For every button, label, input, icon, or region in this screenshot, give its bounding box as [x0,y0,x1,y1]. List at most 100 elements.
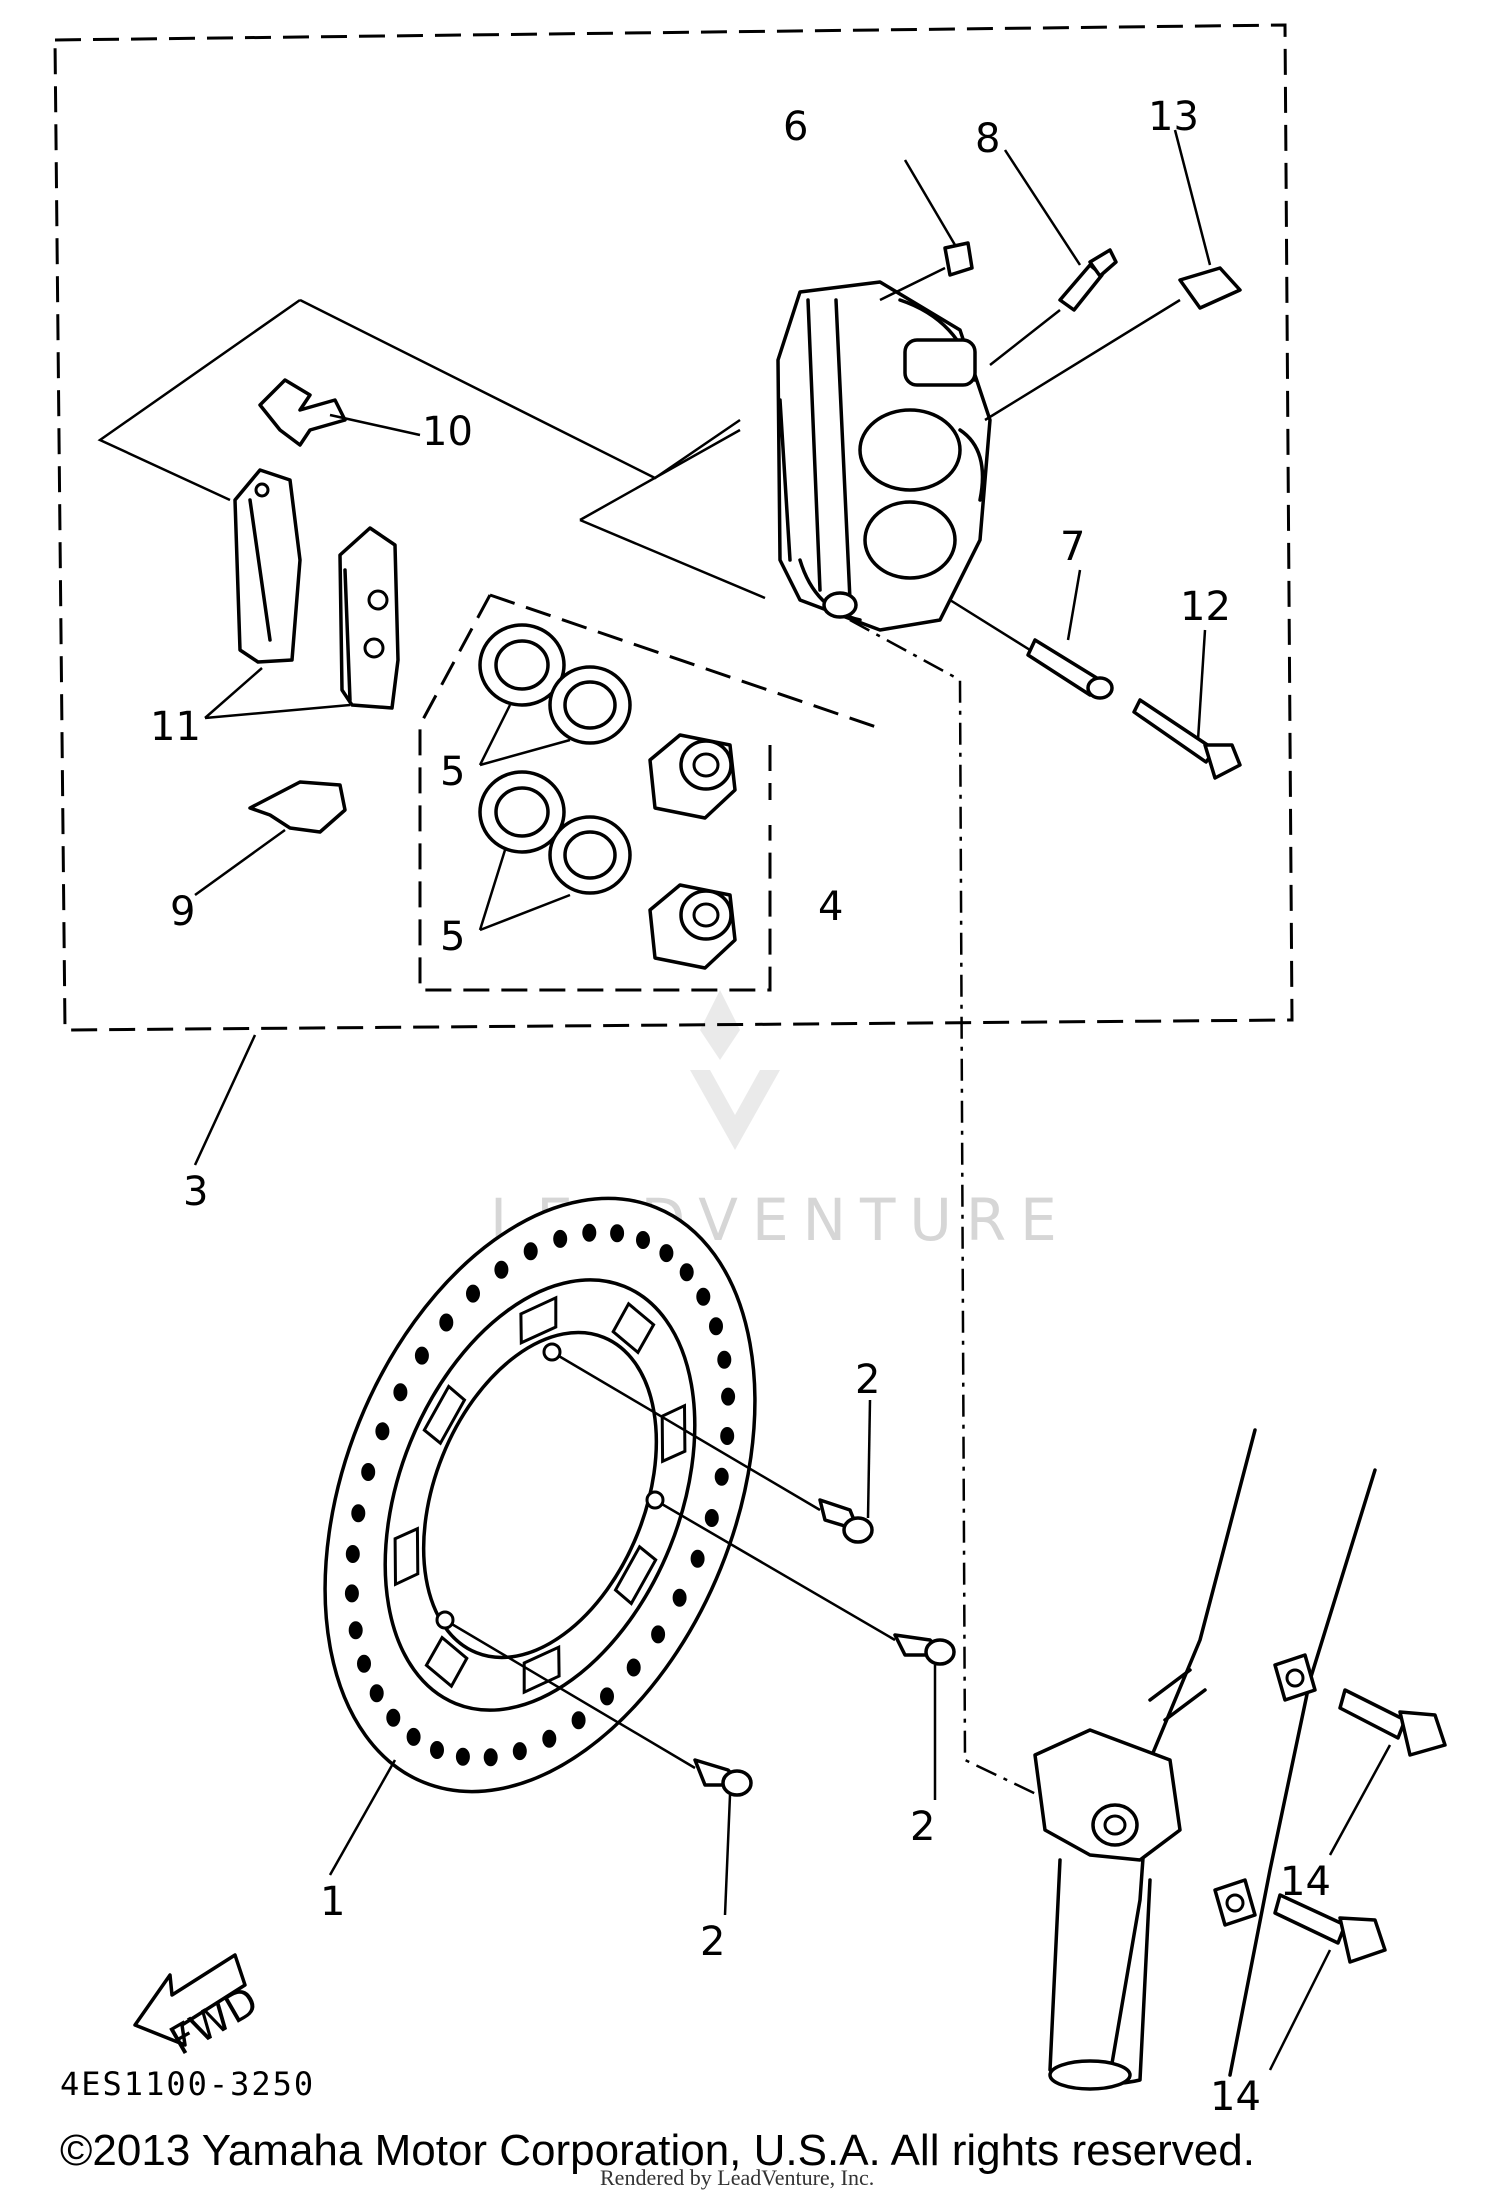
disc-hole [553,1229,568,1248]
disc-hole [720,1427,735,1445]
disc-hole [651,1625,666,1644]
disc-slot [660,1403,687,1464]
callout-4: 4 [818,884,843,930]
seal-leader-lines [478,704,571,932]
disc-hole [414,1346,429,1365]
disc-hole [659,1244,674,1263]
callout-12: 12 [1180,584,1231,630]
disc-hole [351,1504,366,1523]
disc-hole [369,1684,384,1703]
bleeder-screw-8 [989,149,1118,366]
callout-2a: 2 [855,1357,880,1403]
callout-3: 3 [183,1169,208,1215]
disc-hole [714,1467,729,1486]
disc-hole [375,1422,390,1441]
piston-seal-5d [548,815,632,895]
disc-slot [519,1295,558,1346]
disc-hole [709,1317,723,1336]
seal-kit-boundary [418,593,886,992]
disc-hole [717,1350,732,1369]
assembly-leader-3 [193,1034,257,1166]
disc-hole [439,1313,454,1332]
diagram-code: 4ES1100-3250 [60,2065,315,2103]
brake-caliper-body [776,280,992,632]
disc-hole [600,1687,614,1706]
callout-5a: 5 [440,749,465,795]
fork-bolt-14b [1268,1893,1387,2071]
disc-screw-2a [551,1350,874,1544]
pad-leader-lines [204,667,351,720]
disc-slot [393,1526,420,1587]
disc-hole [696,1287,711,1306]
callout-1: 1 [320,1879,345,1925]
disc-slot [422,1384,467,1446]
caliper-assembly-boundary [53,23,1294,1032]
disc-hole [704,1509,719,1527]
callout-6: 6 [783,104,808,150]
piston-seal-5c [478,770,566,854]
front-fork-leg [1033,1428,1377,2091]
disc-hole [344,1584,359,1603]
callout-14b: 14 [1210,2074,1261,2120]
disc-hole [523,1242,538,1261]
piston-b [648,883,737,970]
callout-7: 7 [1060,524,1085,570]
disc-hole [455,1747,470,1766]
callout-2b: 2 [910,1804,935,1850]
disc-hole [406,1727,421,1746]
disc-hole [393,1383,408,1402]
copyright-notice: ©2013 Yamaha Motor Corporation, U.S.A. A… [60,2126,1255,2175]
callout-13: 13 [1148,94,1199,140]
disc-hole [672,1588,687,1607]
brake-pad-11b [338,526,400,710]
caliper-pin-7 [949,569,1114,700]
disc-hole [348,1621,363,1640]
pad-support-9 [194,780,347,897]
disc-screw-2b [654,1498,956,1800]
callout-11: 11 [150,704,201,750]
disc-hole [690,1549,705,1568]
callout-8: 8 [975,116,1000,162]
cap-13 [984,129,1242,422]
caliper-bolt-12 [1132,629,1242,780]
callout-5b: 5 [440,914,465,960]
callout-10: 10 [422,409,473,455]
disc-hole [386,1708,401,1727]
piston-a [648,733,737,820]
disc-hole [483,1748,498,1767]
mounting-centerline [849,618,1081,1817]
disc-hole [466,1284,480,1303]
disc-hole [636,1231,650,1249]
disc-hole [721,1387,736,1406]
disc-hole [610,1224,625,1243]
piston-seal-5a [478,623,566,707]
callout-9: 9 [170,889,195,935]
disc-hole [571,1711,586,1730]
disc-hole [361,1463,376,1481]
callout-2c: 2 [700,1919,725,1965]
fork-bolt-14a [1328,1688,1447,1856]
piston-seal-5b [548,665,632,745]
disc-hole [494,1260,509,1279]
disc-hole [430,1741,444,1759]
brake-pad-11a [233,468,302,664]
bleeder-cap-6 [879,159,974,302]
disc-hole [357,1654,371,1673]
disc-hole [512,1742,527,1761]
disc-hole [542,1729,557,1748]
disc-slot [611,1301,656,1355]
forward-arrow [133,1953,247,2047]
disc-screw-2c [444,1618,753,1916]
disc-hole [679,1263,694,1282]
disc-slot [613,1544,658,1606]
disc-hole [626,1658,641,1677]
disc-slot [424,1635,469,1689]
disc-slot [522,1644,561,1695]
pad-group-outline [97,298,766,600]
rendered-by-notice: Rendered by LeadVenture, Inc. [600,2165,874,2190]
callout-14a: 14 [1280,1859,1331,1905]
disc-hole [345,1545,360,1563]
pad-spring-10 [258,378,421,447]
watermark-logo [690,990,780,1150]
